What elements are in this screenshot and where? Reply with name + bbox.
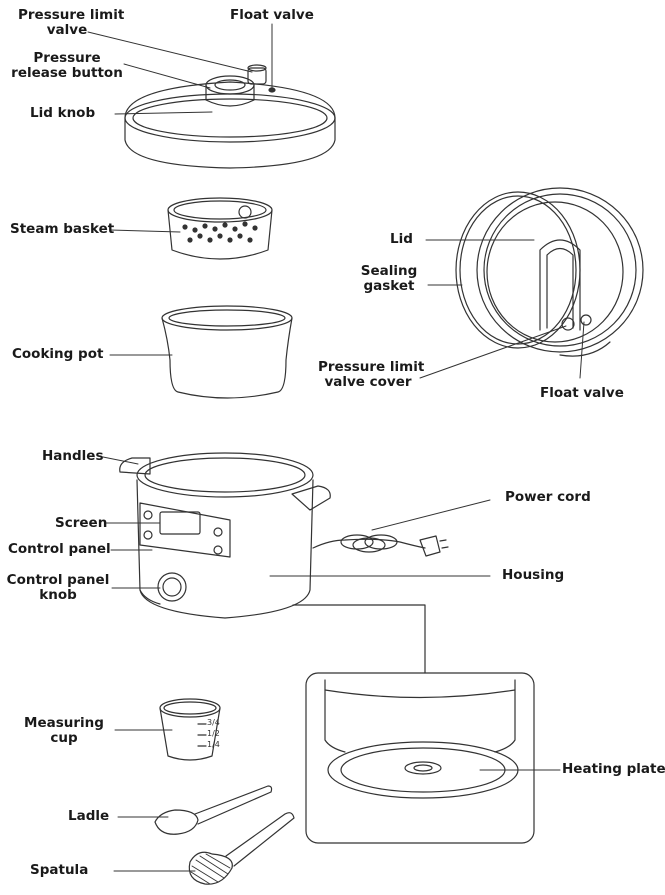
cup-mark-1-2: 1/2 (207, 729, 220, 738)
cooking-pot-illustration (161, 305, 293, 399)
label-power-cord: Power cord (505, 489, 591, 505)
lid-assembly-illustration (124, 64, 336, 169)
label-control-panel: Control panel (8, 541, 111, 557)
label-steam-basket: Steam basket (10, 221, 115, 237)
label-pressure-limit-valve-cover: Pressure limit valve cover (318, 359, 425, 390)
measuring-cup-illustration (159, 698, 221, 761)
label-sealing-gasket: Sealing gasket (360, 263, 418, 294)
label-float-valve-top: Float valve (230, 7, 314, 23)
label-pressure-limit-valve: Pressure limit valve (18, 7, 125, 38)
heating-plate-inset (292, 604, 535, 844)
label-screen: Screen (55, 515, 108, 531)
pressure-cooker-body-illustration (119, 452, 449, 619)
label-pressure-release-button: Pressure release button (11, 50, 123, 81)
steam-basket-illustration (167, 197, 273, 260)
label-lid: Lid (390, 231, 413, 247)
cup-mark-3-4: 3/4 (207, 718, 220, 727)
label-cooking-pot: Cooking pot (12, 346, 104, 362)
label-lid-knob: Lid knob (30, 105, 96, 121)
spatula-illustration (188, 812, 295, 885)
label-handles: Handles (42, 448, 104, 464)
label-ladle: Ladle (68, 808, 110, 824)
label-housing: Housing (502, 567, 565, 583)
cup-mark-1-4: 1/4 (207, 740, 220, 749)
ladle-illustration (154, 785, 273, 835)
sealing-gasket-illustration (455, 191, 581, 349)
label-heating-plate: Heating plate (562, 761, 665, 777)
leader-lines (87, 23, 585, 872)
lid-side-illustration (476, 187, 644, 357)
label-measuring-cup: Measuring cup (24, 715, 104, 746)
label-spatula: Spatula (30, 862, 89, 878)
label-float-valve-side: Float valve (540, 385, 624, 401)
label-control-panel-knob: Control panel knob (6, 572, 110, 603)
